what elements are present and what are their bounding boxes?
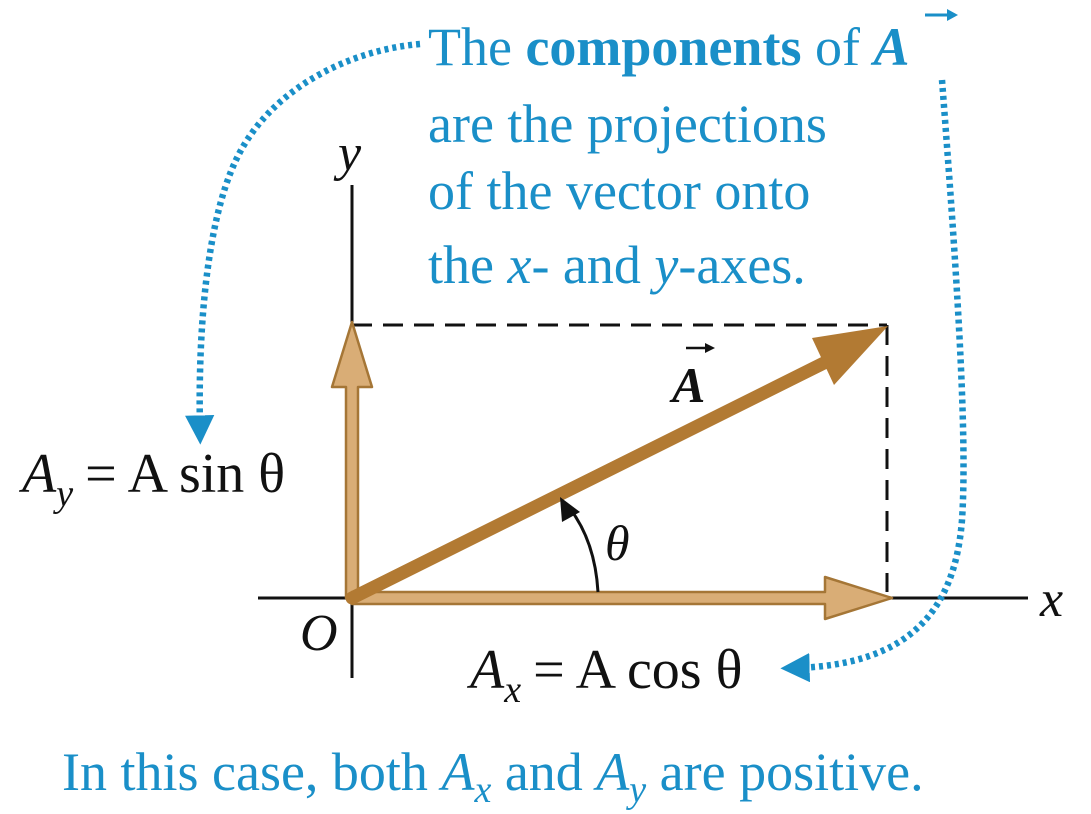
ax-equation: Ax= A cos θ	[466, 639, 742, 711]
caption: In this case, both Ax and Ay are positiv…	[62, 742, 924, 811]
ay-component-arrow	[330, 320, 374, 600]
angle-theta-label: θ	[605, 515, 630, 571]
annotation-text: The components of A are the projections …	[428, 17, 909, 295]
vector-a-arrowhead	[812, 326, 888, 385]
vector-a-label-arrow-icon	[686, 343, 715, 353]
annotation-line-1: The components of A	[428, 17, 909, 77]
origin-label: O	[300, 605, 338, 662]
y-axis-label: y	[333, 125, 362, 182]
annotation-line-2: are the projections	[428, 94, 827, 154]
angle-arc-arrowhead	[560, 497, 580, 522]
callout-arrow-to-ay	[185, 40, 421, 445]
annotation-vector-arrow-icon	[925, 9, 958, 21]
vector-a-shaft	[345, 348, 847, 605]
ax-component-arrow	[350, 575, 894, 621]
x-axis-label: x	[1039, 571, 1063, 628]
ay-equation: Ay= A sin θ	[18, 443, 285, 515]
callout-arrow-to-ax	[780, 79, 967, 683]
annotation-line-4: the x- and y-axes.	[428, 235, 806, 295]
angle-arc	[566, 505, 600, 593]
annotation-line-3: of the vector onto	[428, 161, 810, 221]
vector-a-label: A	[669, 357, 705, 413]
